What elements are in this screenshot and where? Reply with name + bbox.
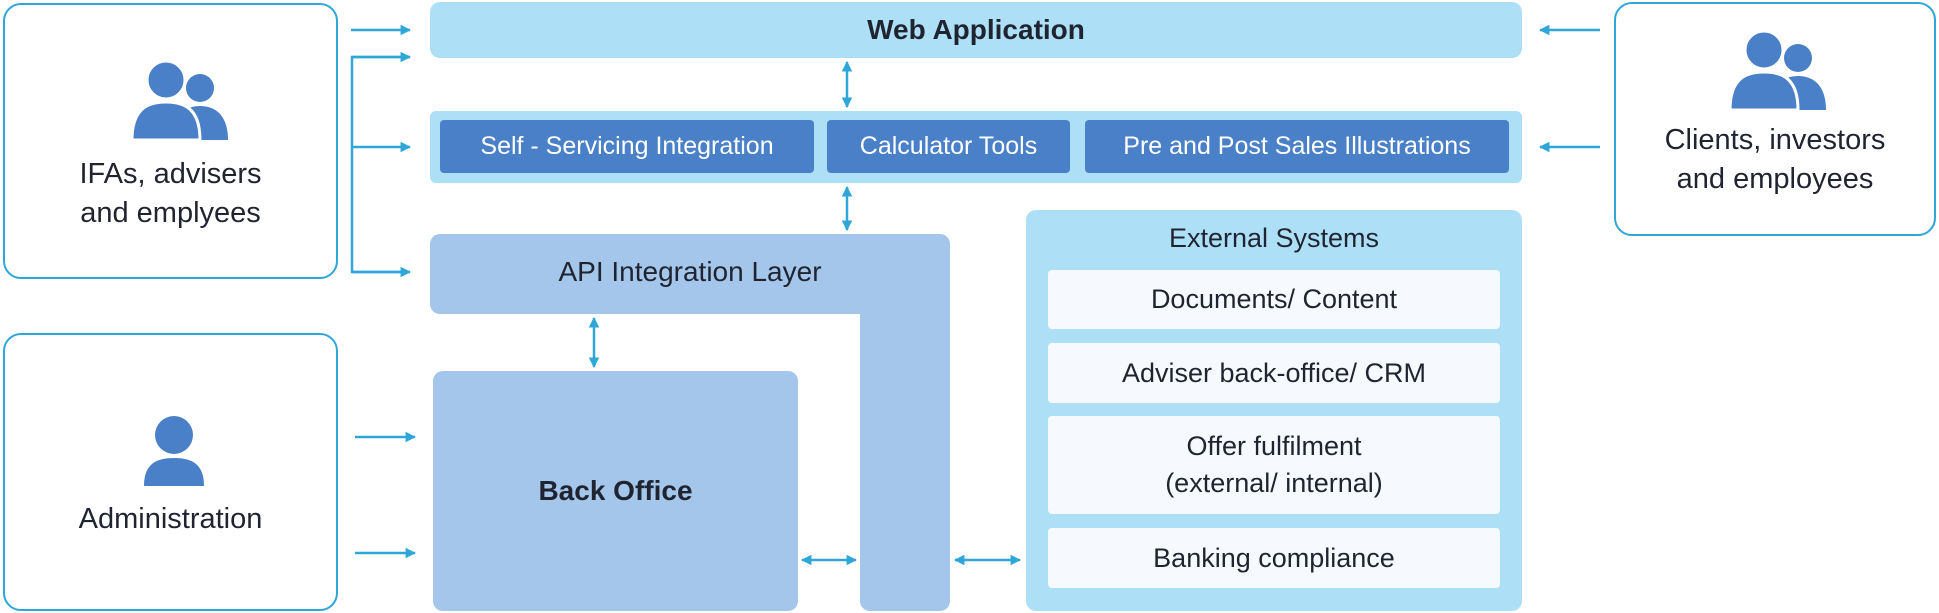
tool-calculator: Calculator Tools [827,120,1070,173]
actor-admin-label: Administration [78,503,263,535]
tool-self-servicing: Self - Servicing Integration [440,120,814,173]
users-icon [1728,29,1826,110]
external-item-crm: Adviser back-office/ CRM [1048,343,1500,403]
user-icon [144,416,204,486]
tool-illustrations: Pre and Post Sales Illustrations [1085,120,1509,173]
actor-admin-card: Administration [3,333,338,611]
external-item-documents: Documents/ Content [1048,270,1500,329]
back-office-label: Back Office [538,475,693,506]
external-systems-title: External Systems [1168,223,1380,253]
actor-clients-label: Clients, investors and employees [1664,124,1886,195]
web-application-title: Web Application [867,14,1085,45]
web-application-bar: Web Application [430,2,1522,58]
actor-clients-card: Clients, investors and employees [1614,2,1936,236]
tools-bar: Self - Servicing Integration Calculator … [430,111,1522,183]
api-integration-layer-label: API Integration Layer [558,256,822,287]
external-systems-panel: External Systems Documents/ Content Advi… [1026,210,1522,611]
external-item-offer-fulfilment: Offer fulfilment (external/ internal) [1048,416,1500,514]
actor-ifas-card: IFAs, advisers and emplyees [3,3,338,279]
users-icon [130,59,228,140]
arrow-ifas-bracket [350,55,410,274]
back-office-box: Back Office [433,371,798,611]
external-item-banking-compliance: Banking compliance [1048,528,1500,588]
api-integration-layer-column [860,290,950,611]
actor-ifas-label: IFAs, advisers and emplyees [79,158,262,229]
